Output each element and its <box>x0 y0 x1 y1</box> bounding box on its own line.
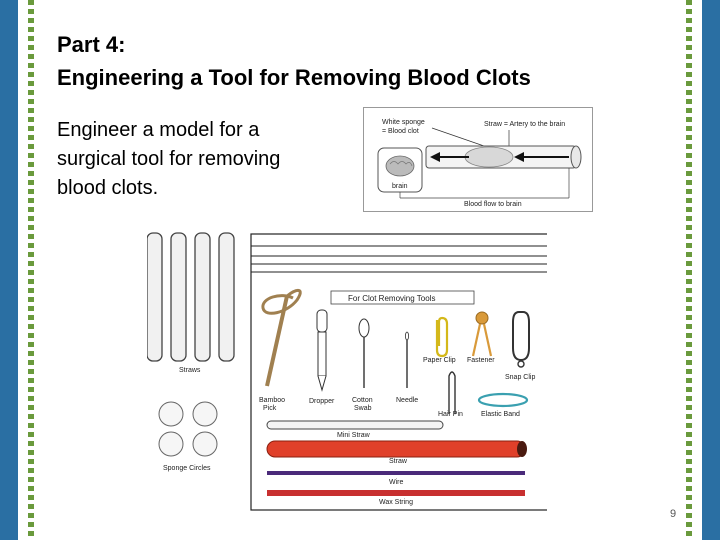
title-line-2: Engineering a Tool for Removing Blood Cl… <box>57 65 531 90</box>
needle-eye <box>404 331 409 341</box>
sponge-circle-1 <box>158 401 184 427</box>
straw-artery-label: Straw = Artery to the brain <box>484 121 565 128</box>
dropper-bulb <box>316 309 328 333</box>
cotton-swab-label-line2: Swab <box>354 405 372 412</box>
flow-arrowhead-right <box>514 152 524 162</box>
slide-body-text: Engineer a model for a surgical tool for… <box>57 119 281 199</box>
sponge-label-line1: White sponge <box>382 119 425 126</box>
left-dashed-border <box>28 0 34 540</box>
sponge-circles-label: Sponge Circles <box>163 465 211 472</box>
artery-diagram-svg: White sponge = Blood clot Straw = Artery… <box>377 119 582 208</box>
page-number: 9 <box>669 508 677 520</box>
hair-pin-icon <box>448 371 456 414</box>
artery-diagram: White sponge = Blood clot Straw = Artery… <box>363 107 593 212</box>
sponge-circle-4 <box>192 431 218 457</box>
wax-string <box>267 490 525 496</box>
tools-kit-image: Straws Sponge Circles For Clot Removing … <box>146 228 550 511</box>
elastic-band-label: Elastic Band <box>481 411 520 418</box>
bamboo-pick-label-line1: Bamboo <box>259 397 285 404</box>
paper-clip-icon <box>435 316 449 358</box>
brain-label: brain <box>392 183 408 190</box>
needle-label: Needle <box>396 397 418 404</box>
dropper-label: Dropper <box>309 398 335 405</box>
cotton-swab-head <box>358 318 370 338</box>
wire-label: Wire <box>389 479 403 486</box>
red-straw-end <box>517 441 527 457</box>
slide-title: Part 4: Engineering a Tool for Removing … <box>57 28 677 94</box>
title-line-1: Part 4: <box>57 32 126 57</box>
blood-clot-sponge <box>464 146 514 168</box>
fastener-legs <box>471 323 493 357</box>
flow-arrowhead-left <box>430 152 440 162</box>
bamboo-pick-label-line2: Pick <box>263 405 277 412</box>
paper-clip-label: Paper Clip <box>423 357 456 364</box>
snap-clip-label: Snap Clip <box>505 374 535 381</box>
dropper-tube <box>317 331 327 377</box>
sponge-label-line2: = Blood clot <box>382 128 419 135</box>
fastener-head <box>475 311 489 325</box>
red-straw <box>266 440 526 458</box>
bamboo-pick-knot <box>261 289 302 315</box>
fastener-label: Fastener <box>467 357 495 364</box>
straw-label: Straw <box>389 458 408 465</box>
straw-3 <box>194 232 211 362</box>
left-blue-border <box>0 0 18 540</box>
straw-2 <box>170 232 187 362</box>
snap-clip-ring <box>517 360 525 368</box>
straws-label: Straws <box>179 367 201 374</box>
straw-4 <box>218 232 235 362</box>
dropper-tip <box>317 375 327 392</box>
brain-folds-icon <box>389 161 413 167</box>
wax-string-label: Wax String <box>379 499 413 506</box>
wire <box>267 471 525 475</box>
cotton-swab-label-line1: Cotton <box>352 397 373 404</box>
bag-label-box <box>330 290 475 305</box>
mini-straw-label: Mini Straw <box>337 432 371 439</box>
sponge-pointer-line <box>431 127 485 147</box>
snap-clip-icon <box>512 311 530 362</box>
tools-kit-svg: Straws Sponge Circles For Clot Removing … <box>146 232 550 511</box>
sponge-circle-3 <box>158 431 184 457</box>
mini-straw <box>266 420 444 430</box>
hair-pin-label: Hair Pin <box>438 411 463 418</box>
brain-icon <box>385 155 415 177</box>
bag-label: For Clot Removing Tools <box>348 294 435 303</box>
blood-flow-label: Blood flow to brain <box>464 201 522 208</box>
straw-1 <box>146 232 163 362</box>
right-dashed-border <box>686 0 692 540</box>
sponge-circle-2 <box>192 401 218 427</box>
ziplock-bag <box>250 233 550 511</box>
elastic-band-icon <box>477 392 529 408</box>
straw-end-shape <box>570 145 582 169</box>
right-blue-border <box>702 0 720 540</box>
